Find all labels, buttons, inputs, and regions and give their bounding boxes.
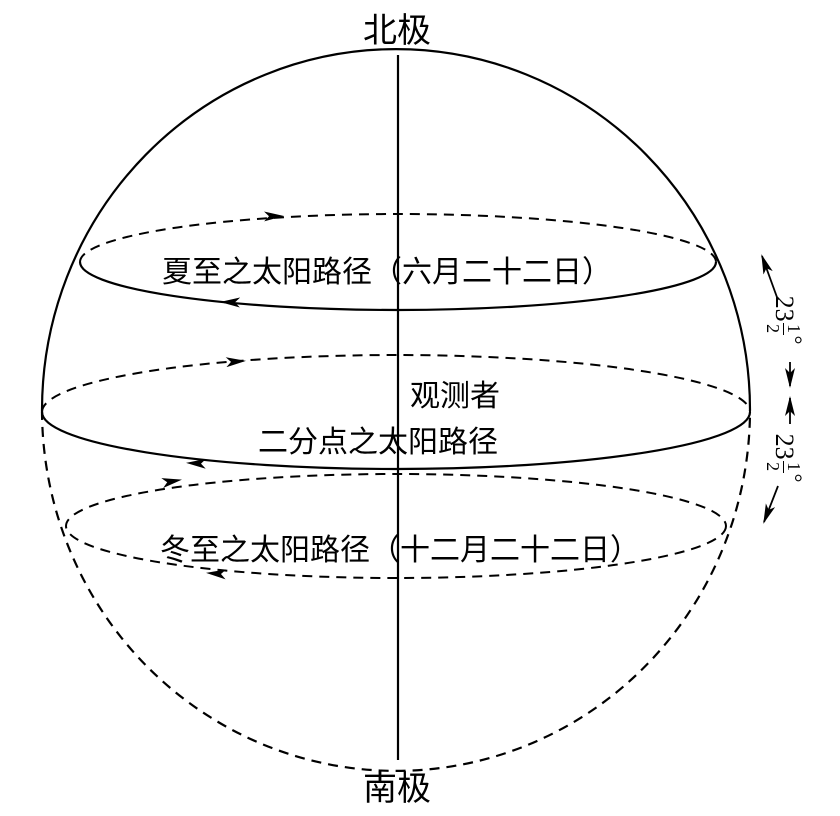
tilt-angle-lower-unit: ° bbox=[782, 473, 807, 483]
equinox-arrow-front bbox=[186, 458, 207, 469]
summer-path-label: 夏至之太阳路径（六月二十二日） bbox=[162, 255, 612, 290]
summer-path-front bbox=[78, 261, 718, 312]
equinox-path-front bbox=[40, 411, 752, 471]
tilt-angle-upper-fraction: 1 2 bbox=[763, 322, 805, 335]
tilt-angle-upper-denominator: 2 bbox=[763, 324, 784, 334]
sphere-upper-outline bbox=[40, 47, 752, 411]
south-pole-label: 南极 bbox=[363, 769, 431, 809]
tilt-angle-lower: 23 1 2 ° bbox=[763, 412, 808, 504]
winter-path-label: 冬至之太阳路径（十二月二十二日） bbox=[160, 533, 640, 568]
tilt-arrow-down bbox=[763, 485, 779, 524]
winter-arrow-back bbox=[161, 478, 182, 489]
tilt-angle-upper-unit: ° bbox=[782, 335, 807, 345]
equinox-path-back bbox=[41, 354, 751, 413]
north-pole-label: 北极 bbox=[363, 11, 431, 51]
tilt-angle-upper-numerator: 1 bbox=[784, 324, 805, 334]
sphere-lower-outline bbox=[40, 409, 752, 773]
observer-label: 观测者 bbox=[410, 379, 500, 414]
tilt-angle-upper-whole: 23 bbox=[770, 295, 799, 322]
tilt-angle-lower-whole: 23 bbox=[770, 433, 799, 460]
tilt-arrow-up bbox=[761, 254, 779, 301]
fraction-bar bbox=[783, 322, 785, 335]
tilt-angle-lower-numerator: 1 bbox=[784, 462, 805, 472]
tilt-angle-lower-fraction: 1 2 bbox=[763, 460, 805, 473]
equinox-path-label: 二分点之太阳路径 bbox=[258, 425, 498, 460]
summer-path-back bbox=[79, 213, 717, 263]
winter-arrow-front bbox=[206, 569, 227, 580]
tilt-angle-lower-denominator: 2 bbox=[763, 462, 784, 472]
winter-path bbox=[65, 473, 727, 579]
tilt-angle-upper: 23 1 2 ° bbox=[763, 274, 808, 366]
fraction-bar bbox=[783, 460, 785, 473]
